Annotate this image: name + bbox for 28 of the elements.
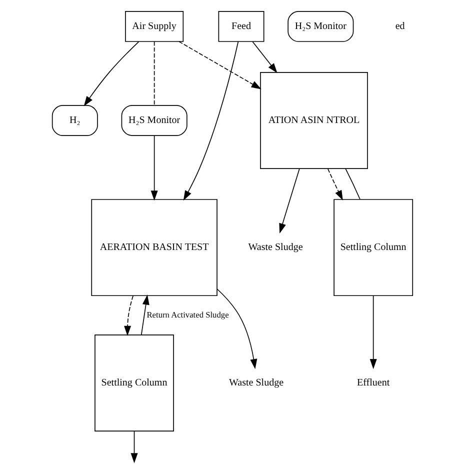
- arrow: [140, 294, 149, 336]
- connector: [344, 168, 360, 200]
- node-box: AERATION BASIN TEST: [90, 199, 217, 296]
- node-box: H₂S Monitor: [287, 11, 354, 42]
- arrow: [278, 168, 300, 234]
- arrow: [216, 288, 257, 370]
- arrow: [130, 430, 138, 464]
- node-text: Effluent: [356, 378, 390, 389]
- label: ed: [394, 21, 404, 32]
- arrow: [150, 135, 158, 201]
- node-text: Waste Sludge: [228, 378, 284, 389]
- node-text: Waste Sludge: [248, 242, 302, 254]
- arrow: [252, 41, 277, 74]
- node-box: Settling Column: [94, 334, 174, 432]
- node-box: H₂S Monitor: [120, 105, 187, 136]
- edge-label: Return Activated Sludge: [146, 310, 228, 320]
- arrow: [369, 296, 376, 370]
- node-box: ATION ASIN NTROL: [260, 72, 368, 169]
- arrow: [182, 41, 238, 201]
- connector: [153, 41, 154, 106]
- arrow: [178, 41, 261, 90]
- arrow: [124, 295, 134, 336]
- node-box: H₂: [51, 105, 98, 136]
- node-box: Settling Column: [333, 199, 413, 296]
- arrow: [83, 41, 139, 106]
- node-box: Feed: [218, 11, 264, 42]
- node-box: Air Supply: [124, 11, 184, 42]
- arrow: [326, 168, 342, 200]
